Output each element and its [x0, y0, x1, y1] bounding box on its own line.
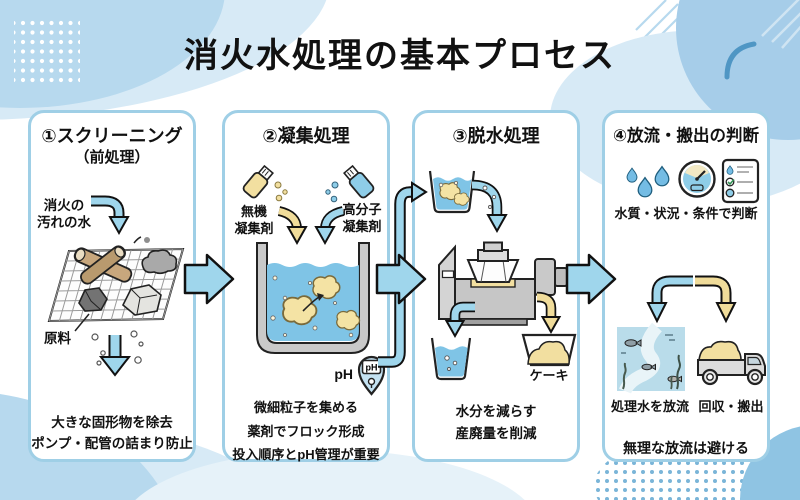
down-arrow-icon	[98, 335, 132, 377]
coagulation-tank-icon	[256, 242, 370, 354]
judgment-illustration	[617, 158, 766, 394]
panel1-heading: ①スクリーニング	[41, 126, 183, 146]
carryout-label: 回収・搬出	[698, 399, 764, 414]
seaweed-icon	[670, 375, 673, 390]
panel4-heading: ④放流・搬出の判断	[613, 127, 759, 145]
dewatering-illustration	[428, 170, 577, 381]
pebble-icon	[144, 237, 150, 243]
pour-arrow-yellow-icon	[277, 206, 308, 246]
bottom-center-blob	[135, 450, 525, 500]
diagonal-stripes-right	[761, 0, 800, 49]
water-out-arrow-icon	[444, 301, 475, 339]
falling-droplet-dots	[91, 330, 144, 366]
white-dot-grid	[14, 18, 80, 86]
page-title: 消火水処理の基本プロセス	[184, 37, 616, 75]
floc-icon	[439, 182, 470, 206]
panel2-caption: 微細粒子を集める 薬剤でフロック形成 投入順序とpH管理が重要	[232, 400, 380, 462]
arc-stroke	[724, 41, 757, 80]
branch-arrow-yellow-icon	[695, 275, 737, 324]
river-icon	[617, 322, 685, 394]
reagent-dots-left	[274, 181, 288, 202]
inflow-label: 消火の 汚れの水	[37, 198, 91, 230]
inflow-arrow-icon	[91, 195, 130, 236]
seaweed-icon	[622, 362, 627, 390]
screening-illustration	[47, 195, 185, 377]
suspended-particles	[270, 275, 354, 338]
pour-arrow-icon	[471, 179, 508, 234]
ph-label: pH	[334, 366, 353, 382]
wave-marks	[621, 334, 675, 354]
aggregation-arrow	[302, 296, 320, 312]
ph-meter-icon: pH	[357, 355, 386, 396]
beaker-icon	[428, 170, 476, 214]
truck-icon	[697, 340, 766, 386]
aggregation-arrowhead	[317, 293, 324, 301]
motion-tick	[133, 236, 142, 244]
ph-meter-readout: pH	[366, 363, 378, 373]
coagulation-illustration: pH	[242, 164, 386, 396]
reagent-left-label: 無機 凝集剤	[234, 204, 274, 236]
cake-out-arrow-icon	[536, 291, 562, 335]
droplets-icon	[626, 165, 670, 198]
rock-clump-icon	[141, 249, 178, 275]
panel4-caption: 無理な放流は避ける	[623, 440, 749, 456]
material-label: 原料	[44, 331, 71, 346]
gauge-icon	[678, 160, 716, 198]
floc-icon	[282, 275, 361, 331]
cake-tray-icon	[521, 333, 577, 367]
dewatering-machine-icon	[438, 241, 568, 326]
branch-arrow-blue-icon	[646, 275, 693, 324]
wood-debris-icon	[73, 245, 133, 285]
dark-rock-icon	[78, 287, 108, 312]
panel-coagulation: pH ②凝集処理 無機 凝集剤 高分子 凝集剤 pH 微細粒子を集める 薬剤でフ…	[222, 110, 390, 462]
water-cup-icon	[430, 337, 472, 381]
reagent-bottle-left-icon	[242, 164, 274, 199]
panel2-heading: ②凝集処理	[262, 126, 350, 146]
panel1-caption: 大きな固形物を除去 ポンプ・配管の詰まり防止	[31, 415, 193, 451]
corner-blob-top-left	[0, 0, 327, 120]
reagent-bottle-right-icon	[343, 164, 375, 199]
reagent-dots-right	[325, 181, 339, 203]
panel-screening: ①スクリーニング （前処理） 消火の 汚れの水 原料 大きな固形物を除去 ポンプ…	[28, 110, 196, 462]
panel3-heading: ③脱水処理	[452, 126, 540, 146]
seaweed-icon	[676, 354, 681, 390]
panel3-caption: 水分を減らす 産廃量を削減	[455, 404, 537, 441]
panel1-subheading: （前処理）	[74, 149, 150, 166]
panel-discharge-judgment: ④放流・搬出の判断 水質・状況・条件で判断 処理水を放流 回収・搬出 無理な放流…	[602, 110, 770, 462]
pour-arrow-blue-icon	[314, 206, 345, 246]
discharge-label: 処理水を放流	[610, 399, 689, 414]
checklist-icon	[721, 158, 760, 204]
fish-icon	[624, 339, 682, 383]
reagent-right-label: 高分子 凝集剤	[342, 202, 382, 234]
stone-icon	[122, 284, 162, 316]
material-pointer-line	[74, 313, 90, 332]
cake-label: ケーキ	[529, 368, 569, 383]
panel-dewatering: ③脱水処理 ケーキ 水分を減らす 産廃量を削減	[412, 110, 580, 462]
criteria-label: 水質・状況・条件で判断	[614, 206, 758, 221]
